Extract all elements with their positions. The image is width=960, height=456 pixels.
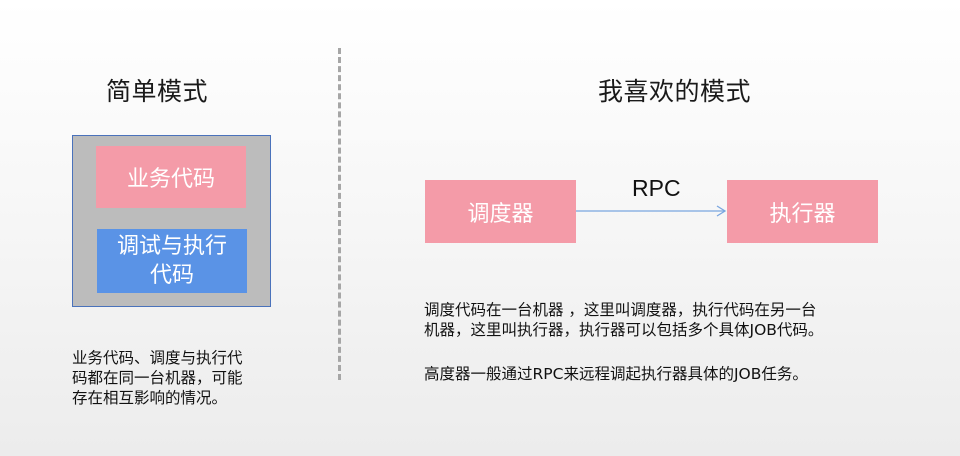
schedule-execute-label-line2: 代码	[149, 263, 194, 288]
description-line: 业务代码、调度与执行代	[72, 349, 243, 367]
rpc-label: RPC	[632, 175, 681, 201]
dashed-divider	[338, 48, 341, 380]
business-code-box: 业务代码	[96, 146, 246, 208]
executor-box: 执行器	[727, 180, 878, 243]
paragraph2: 高度器一般通过RPC来远程调起执行器具体的JOB任务。	[424, 365, 808, 383]
paragraph1-line: 机器，这里叫执行器，执行器可以包括多个具体JOB代码。	[424, 321, 824, 339]
schedule-execute-label-line1: 调试与执行	[116, 234, 227, 259]
preferred-mode-title: 我喜欢的模式	[598, 77, 752, 106]
schedule-execute-code-box: 调试与执行 代码	[97, 229, 247, 293]
scheduler-label: 调度器	[467, 201, 534, 227]
scheduler-box: 调度器	[425, 180, 576, 243]
simple-mode-description: 业务代码、调度与执行代 码都在同一台机器，可能 存在相互影响的情况。	[72, 348, 312, 408]
paragraph1-line: 调度代码在一台机器 ，这里叫调度器，执行代码在另一台	[424, 301, 817, 319]
preferred-mode-description: 调度代码在一台机器 ，这里叫调度器，执行代码在另一台 机器，这里叫执行器，执行器…	[424, 300, 904, 384]
description-line: 码都在同一台机器，可能	[72, 369, 243, 387]
rpc-arrow-icon	[576, 205, 727, 217]
description-line: 存在相互影响的情况。	[72, 389, 228, 407]
simple-mode-title: 简单模式	[106, 77, 209, 106]
executor-label: 执行器	[769, 201, 836, 227]
business-code-label: 业务代码	[126, 167, 215, 192]
